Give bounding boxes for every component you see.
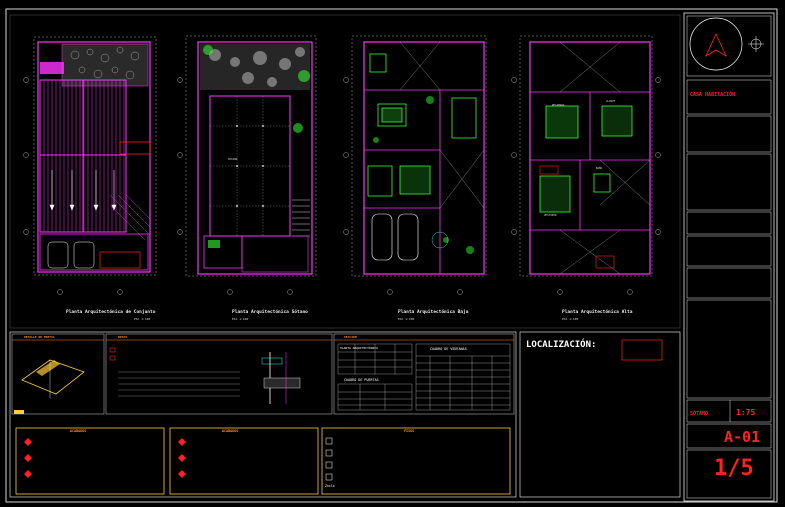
section-drawing	[261, 352, 301, 404]
plan-sotano	[185, 35, 317, 277]
scale-value: 1:75	[736, 408, 756, 417]
plan-title-alta: Planta Arquitectónica Alta	[562, 310, 633, 315]
plan-scale-sotano: ESC 1:100	[232, 317, 249, 321]
section-head: SECCIÓN	[344, 335, 357, 339]
room-label-recamara: RECÁMARA	[552, 104, 565, 107]
plan-scale-alta: ESC 1:100	[562, 317, 579, 321]
content-value: SÓTANO	[690, 411, 709, 417]
finishes-tables	[337, 343, 511, 411]
plan-scale-conjunto: ESC 1:100	[134, 317, 151, 321]
sheet-code: A-01	[724, 428, 761, 446]
location-label: LOCALIZACIÓN:	[526, 340, 597, 350]
plan-title-sotano: Planta Arquitectónica Sótano	[232, 310, 308, 315]
sheet-fraction: 1/5	[714, 456, 754, 481]
plan-title-baja: Planta Arquitectónica Baja	[398, 310, 469, 315]
plan-title-conjunto: Planta Arquitectónica de Conjunto	[66, 310, 156, 315]
room-label-bano: BAÑO	[596, 167, 603, 170]
legend-pisos-title: PISOS	[404, 429, 415, 433]
finishes-table-title: PLANTA ARQUITECTÓNICA	[340, 346, 378, 350]
legend-acabados-2-title: ACABADOS	[222, 429, 239, 433]
plan-baja	[351, 35, 487, 277]
detail-title: DETALLE DE PRETIL	[24, 335, 55, 339]
plan-scale-baja: ESC 1:100	[398, 317, 415, 321]
room-label-vestidor: VESTIDOR	[544, 214, 557, 217]
room-label-closet: CLOSET	[606, 100, 616, 103]
legend-zoclo: Zoclo	[325, 484, 335, 488]
project-name: CASA HABITACIÓN	[690, 92, 736, 98]
plan-conjunto	[33, 36, 157, 276]
plan-alta	[519, 35, 653, 277]
notes-head: NOTAS	[118, 335, 128, 339]
windows-table-title: CUADRO DE VENTANAS	[430, 347, 467, 351]
detail-pretil-drawing	[14, 359, 85, 414]
legend-acabados-1-title: ACABADOS	[70, 429, 87, 433]
room-label-sotano: SÓTANO	[228, 158, 238, 161]
doors-table-title: CUADRO DE PUERTAS	[344, 378, 379, 382]
